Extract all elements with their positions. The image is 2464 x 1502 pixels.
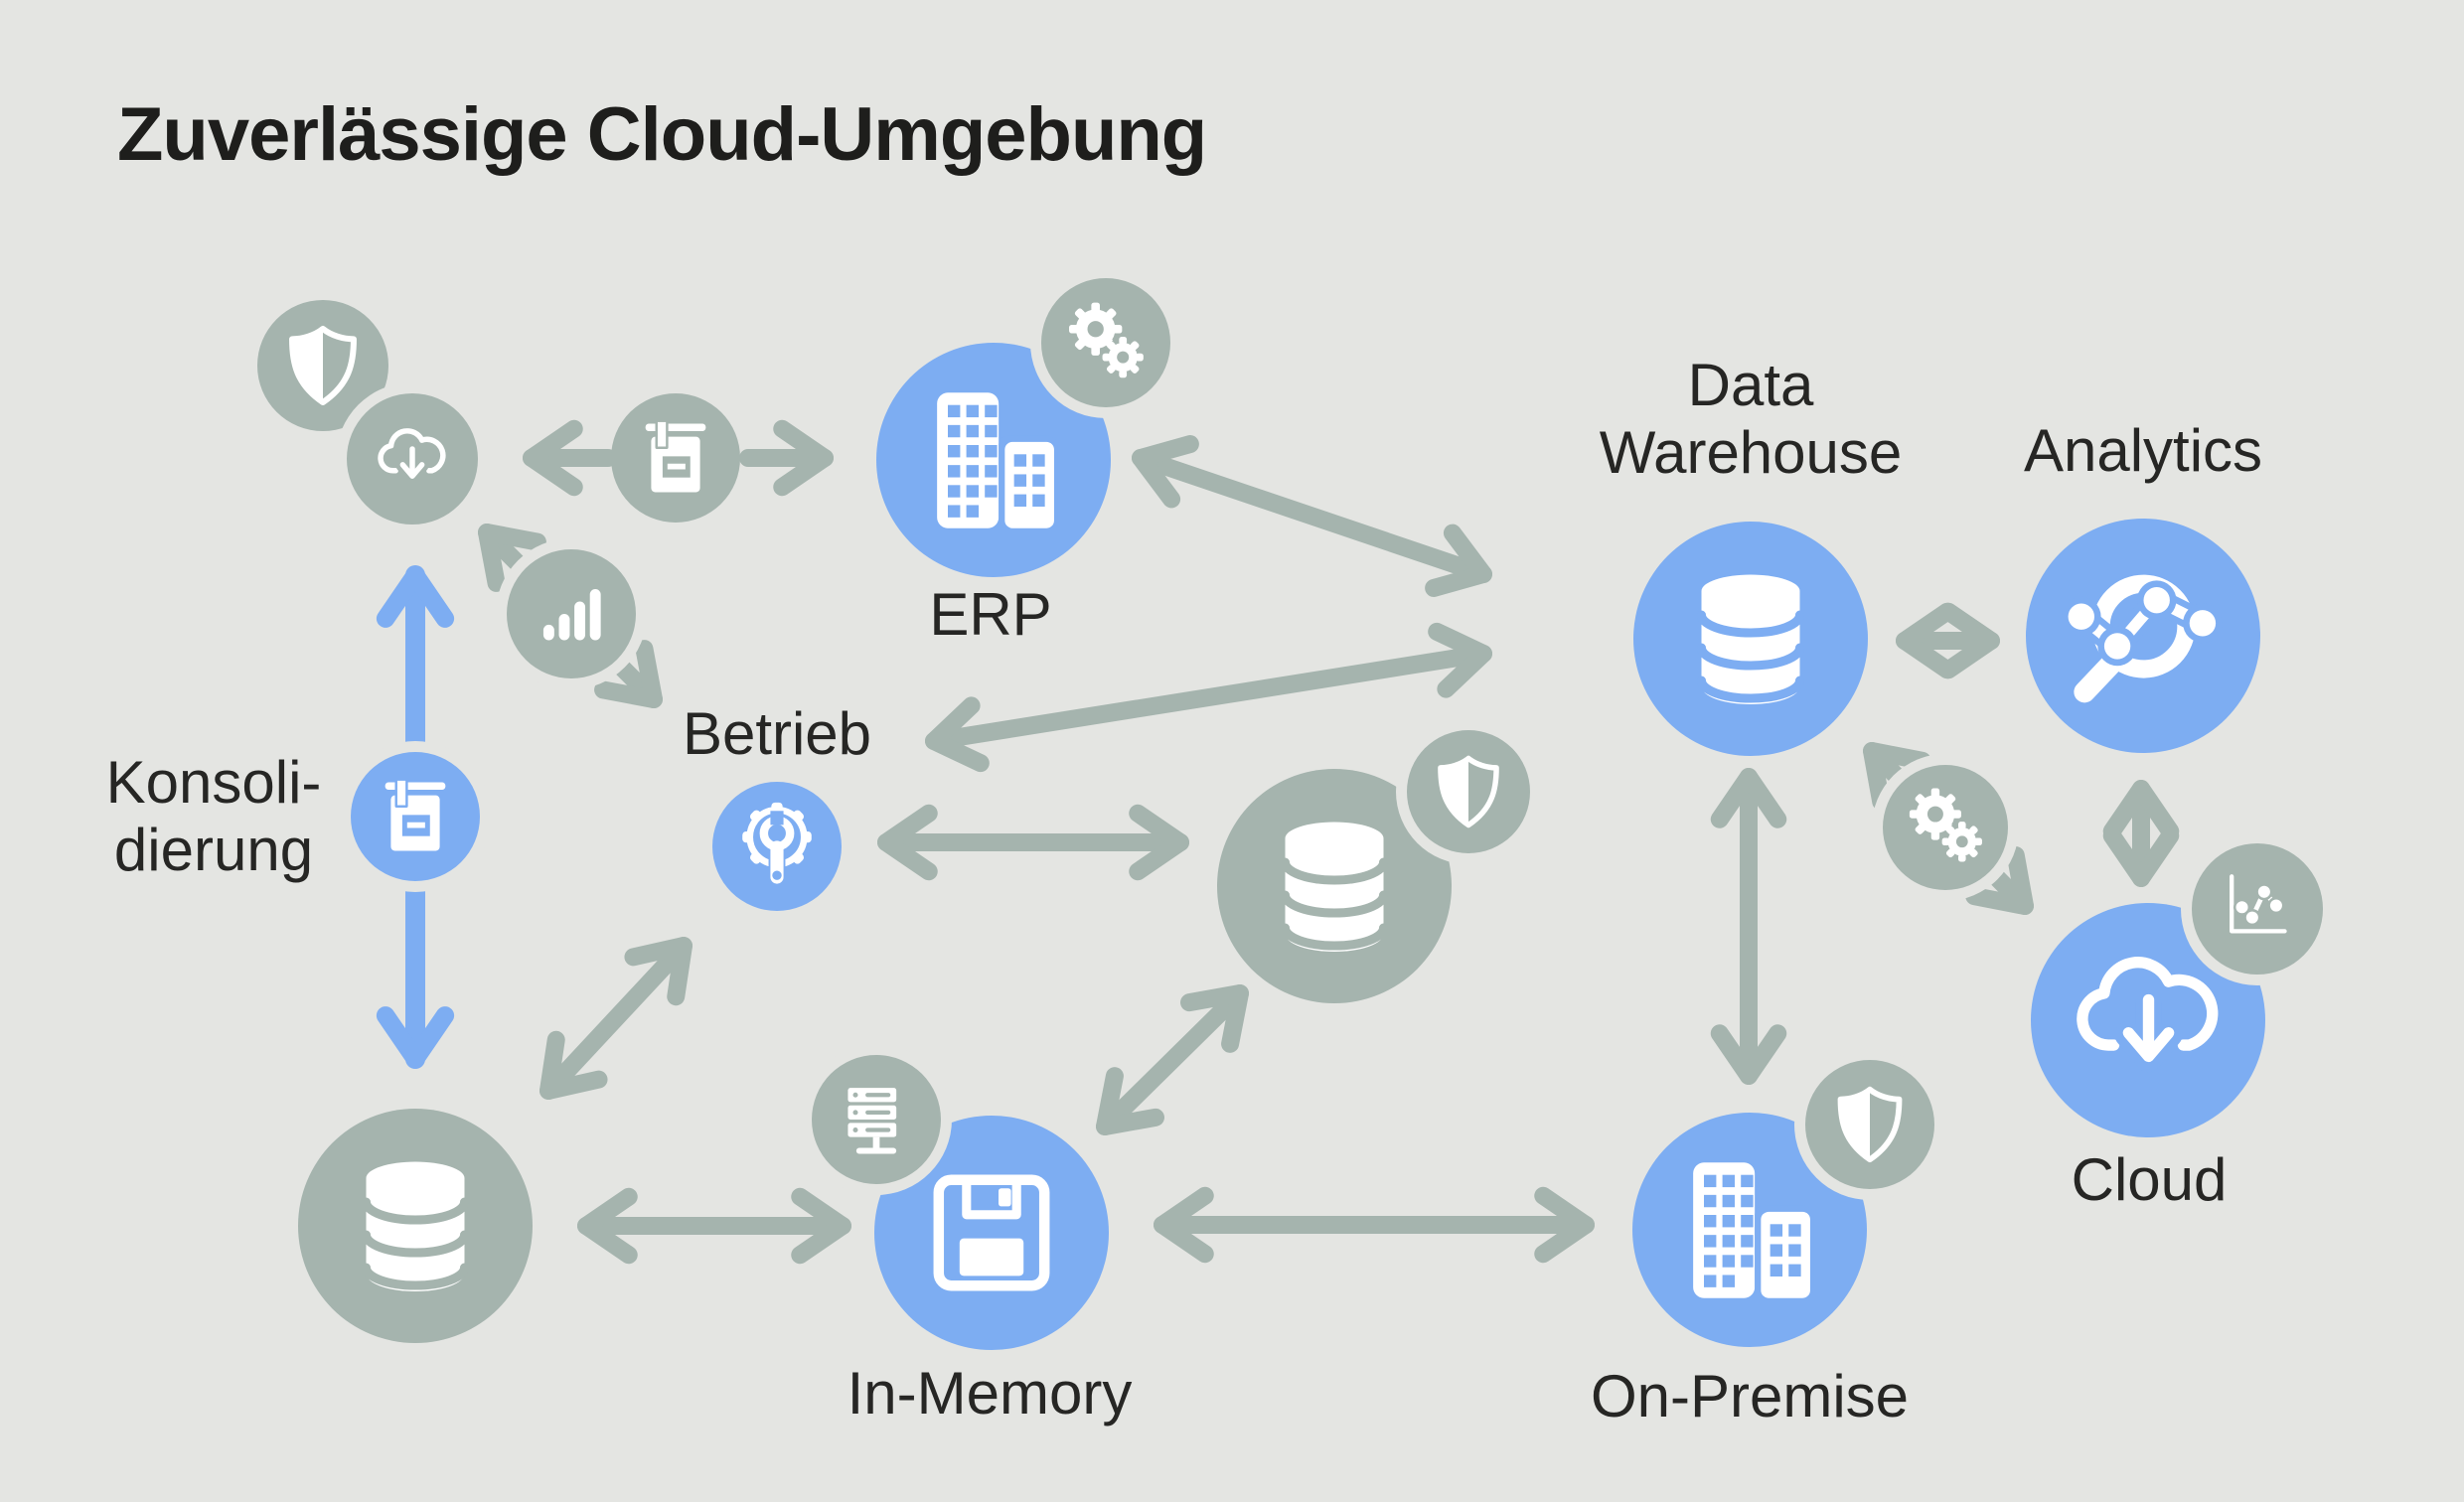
label-in-memory: In-Memory	[847, 1360, 1133, 1427]
floppy-disk-icon	[922, 1163, 1061, 1302]
badge-cloud-line-chart	[2192, 843, 2323, 975]
label-konsolidierung: Konsoli- dierung	[40, 749, 387, 884]
label-analytics: Analytics	[2023, 417, 2263, 484]
shield-icon	[1430, 753, 1507, 830]
badge-bar-chart	[507, 549, 636, 678]
server-rack-icon	[835, 1078, 918, 1161]
page-title: Zuverlässige Cloud-Umgebung	[117, 92, 1207, 177]
gears-icon	[1063, 300, 1149, 385]
label-data-warehouse-line1: Data	[1687, 352, 1814, 418]
node-data-warehouse	[1633, 522, 1868, 756]
cloud-download-icon	[371, 417, 454, 501]
arrow-erp-datawarehouse	[1132, 435, 1492, 597]
arrow-centraldb-inmemory	[1096, 984, 1249, 1135]
label-konsolidierung-line1: Konsoli-	[105, 749, 322, 816]
shield-icon	[280, 323, 366, 408]
badge-central-db-shield	[1407, 730, 1530, 853]
shield-icon	[1829, 1084, 1911, 1165]
badge-document-book	[611, 393, 740, 523]
badge-cloud-download	[347, 393, 478, 525]
label-erp: ERP	[929, 581, 1052, 648]
database-icon	[1260, 812, 1409, 961]
cloud-download-icon	[2062, 934, 2235, 1108]
node-betrieb	[712, 782, 842, 911]
label-cloud: Cloud	[2071, 1146, 2228, 1213]
arrow-betrieb-datawarehouse	[925, 622, 1492, 773]
badge-in-memory-server	[812, 1055, 941, 1184]
label-konsolidierung-line2: dierung	[113, 817, 314, 883]
arrow-sourcedb-betrieb	[539, 937, 693, 1100]
gears-icon	[1904, 786, 1987, 869]
bar-chart-icon	[533, 575, 610, 653]
gear-wrench-icon	[730, 800, 824, 893]
badge-erp-gears	[1041, 278, 1170, 407]
buildings-icon	[1673, 1153, 1827, 1307]
label-betrieb: Betrieb	[682, 700, 872, 767]
node-source-database	[298, 1109, 533, 1343]
buildings-icon	[917, 383, 1071, 537]
label-data-warehouse: Data Warehouse	[1582, 352, 1920, 487]
database-icon	[1676, 564, 1825, 713]
book-icon	[635, 417, 716, 499]
label-on-premise: On-Premise	[1590, 1363, 1910, 1429]
badge-on-premise-shield	[1805, 1060, 1934, 1189]
line-chart-icon	[2215, 866, 2300, 952]
badge-dw-cloud-gears	[1883, 765, 2008, 890]
database-icon	[341, 1151, 490, 1300]
search-insight-icon	[2062, 554, 2226, 718]
badge-shield-topleft	[257, 300, 388, 431]
label-data-warehouse-line2: Warehouse	[1599, 419, 1903, 486]
node-analytics	[2026, 519, 2260, 753]
